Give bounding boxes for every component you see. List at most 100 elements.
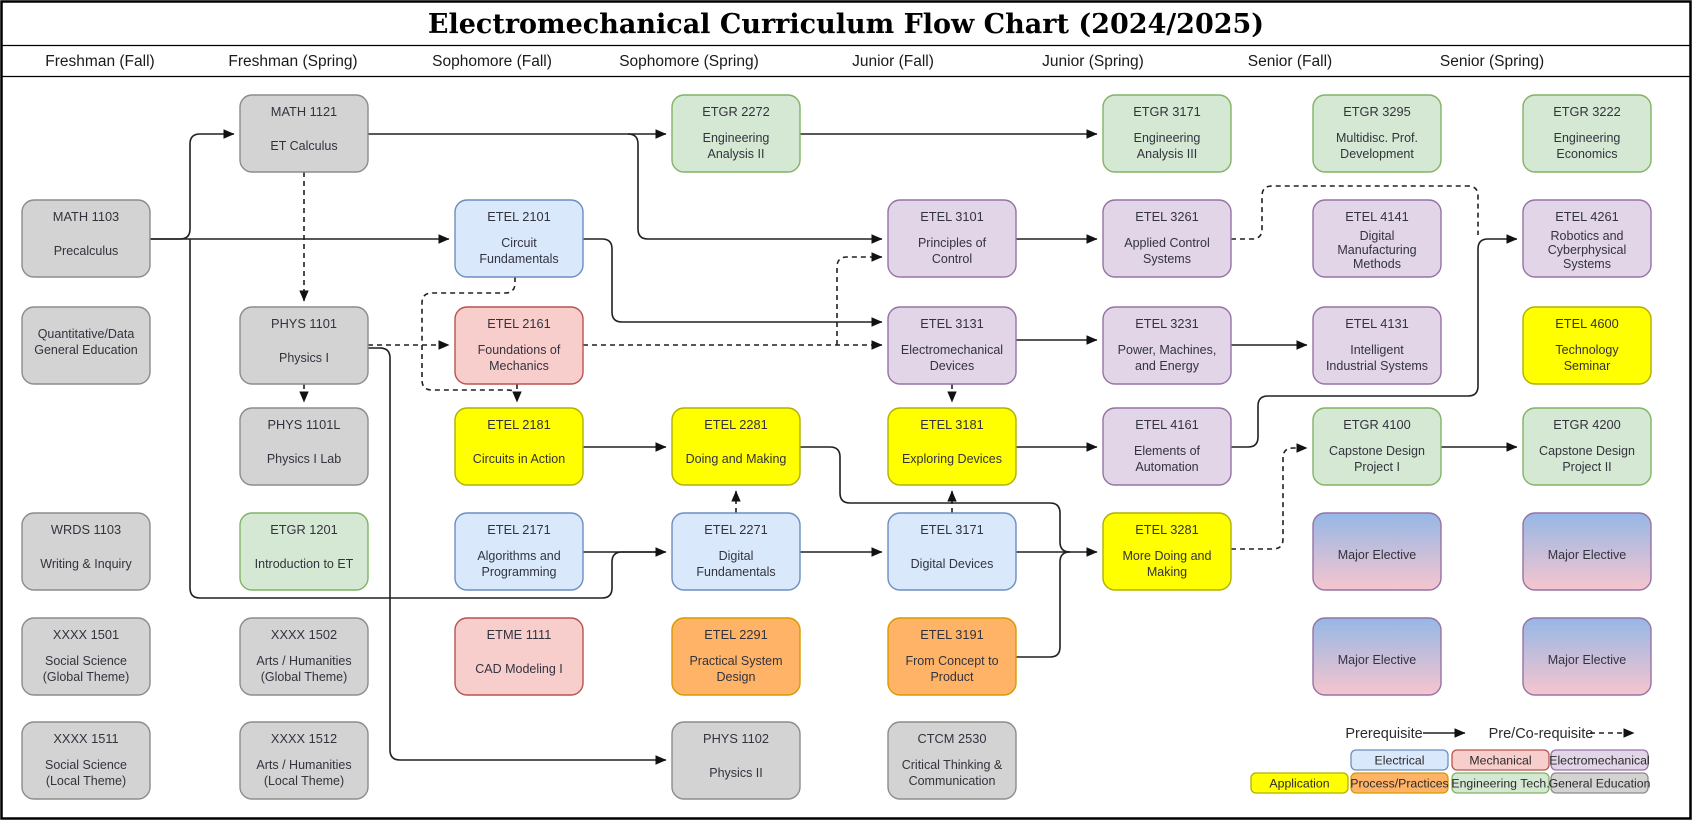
course-title-line: Mechanics [489,359,549,373]
course-code: ETME 1111 [487,627,552,642]
course-box [671,721,801,800]
course-code: ETEL 3191 [920,627,984,642]
legend-chip-engineering-tech- [1451,772,1550,794]
course-title-line: Engineering [1554,131,1621,145]
course-code: ETEL 2171 [487,522,551,537]
course-title-line: Social Science [45,758,127,772]
course-title-line: CAD Modeling I [475,662,563,676]
course-title-line: Physics II [709,766,763,780]
course-title-line: Introduction to ET [255,557,354,571]
course-title-line: Writing & Inquiry [40,557,132,571]
course-code: ETGR 4100 [1343,417,1411,432]
course-code: ETEL 4161 [1135,417,1199,432]
column-header-2: Freshman (Spring) [228,53,357,70]
course-box [21,617,151,696]
course-title-line: Capstone Design [1539,444,1635,458]
course-title-line: Exploring Devices [902,452,1002,466]
course-code: PHYS 1101 [271,316,337,331]
edge-layer [150,129,1518,765]
course-title-line: Fundamentals [696,565,775,579]
course-title-line: More Doing and [1123,549,1212,563]
course-title-line: Industrial Systems [1326,359,1428,373]
course-title-line: Control [932,252,972,266]
course-title-line: Project I [1354,460,1400,474]
course-box [1102,306,1232,385]
course-title-line: Systems [1563,257,1611,271]
course-code: ETGR 3295 [1343,104,1411,119]
course-title-line: Precalculus [54,244,119,258]
course-box [21,306,151,385]
legend-coreq-label: Pre/Co-requisite [1489,726,1594,742]
course-box [1312,407,1442,486]
course-box [21,721,151,800]
course-title-line: Doing and Making [686,452,787,466]
course-title-line: (Global Theme) [261,670,348,684]
course-code: ETGR 1201 [270,522,338,537]
course-title-line: Project II [1562,460,1611,474]
course-box [1522,407,1652,486]
course-title-line: Power, Machines, [1118,343,1217,357]
course-box [887,407,1017,486]
column-header-5: Junior (Fall) [852,53,934,70]
course-code: ETEL 3101 [920,209,984,224]
course-code: ETEL 4141 [1345,209,1409,224]
course-box [239,407,369,486]
course-box [887,721,1017,800]
course-title-line: (Local Theme) [264,774,344,788]
course-node-ELECTIVE2: Major Elective [1312,617,1442,696]
course-box [1312,617,1442,696]
course-code: WRDS 1103 [51,522,121,537]
legend-chip-label: General Education [1549,777,1651,791]
course-title-line: Arts / Humanities [256,654,351,668]
course-title-line: Electromechanical [901,343,1003,357]
edge-ETEL2101-ETEL2161 [421,277,516,344]
course-node-ELECTIVE4: Major Elective [1522,617,1652,696]
course-code: ETEL 2281 [704,417,768,432]
course-title-line: Applied Control [1124,236,1209,250]
course-title-line: Automation [1135,460,1198,474]
course-code: XXXX 1512 [271,731,337,746]
edge-MATH1103-ETEL2271 [189,239,660,599]
legend-chip-electrical [1350,749,1449,771]
course-code: ETEL 4261 [1555,209,1619,224]
course-title-line: (Local Theme) [46,774,126,788]
course-title-line: Making [1147,565,1187,579]
course-title-line: Circuits in Action [473,452,565,466]
course-code: ETEL 2101 [487,209,551,224]
legend-chip-electromechanical [1550,749,1649,771]
column-headers: Freshman (Fall)Freshman (Spring)Sophomor… [45,53,1544,70]
course-title-line: Analysis III [1137,147,1197,161]
course-code: ETEL 3131 [920,316,984,331]
course-title-line: Engineering [703,131,770,145]
course-title-line: Systems [1143,252,1191,266]
course-title-line: ET Calculus [270,139,337,153]
legend-chip-application [1250,772,1349,794]
edge-ETEL3191-ETEL3281 [1016,551,1071,658]
course-title-line: Programming [481,565,556,579]
course-code: ETEL 2291 [704,627,768,642]
course-code: ETEL 4131 [1345,316,1409,331]
course-title-line: Major Elective [1338,653,1417,667]
course-title-line: Algorithms and [477,549,560,563]
course-title-line: Intelligent [1350,343,1404,357]
course-title-line: Communication [909,774,996,788]
edge-ETEL2101-ETEL3131 [583,238,883,327]
course-box [21,199,151,278]
course-title-line: Elements of [1134,444,1201,458]
